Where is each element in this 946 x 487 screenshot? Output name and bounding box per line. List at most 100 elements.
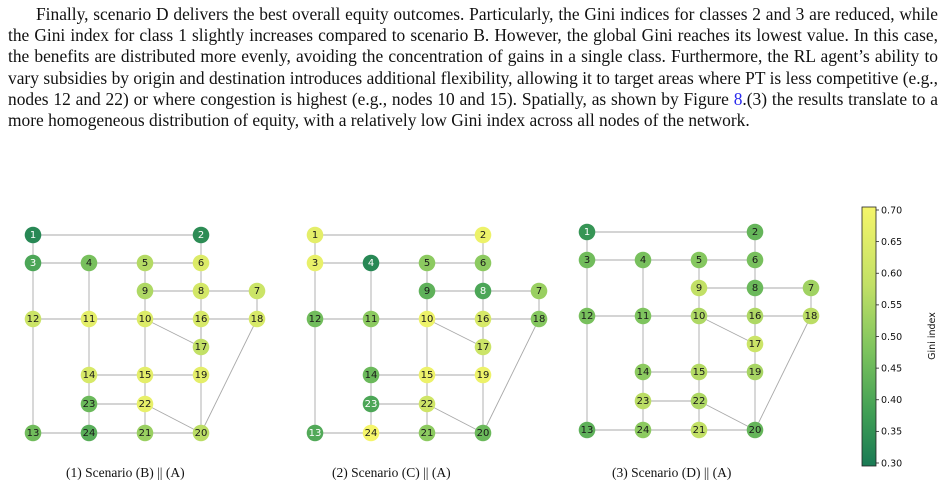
node-label: 24 [365,428,378,439]
node-label: 11 [365,314,378,325]
node-label: 5 [424,258,430,269]
node-label: 6 [480,258,486,269]
node-6 [746,251,764,269]
paragraph-text-1: Finally, scenario D delivers the best ov… [8,4,938,109]
node-label: 16 [477,314,490,325]
colorbar: 0.700.650.600.550.500.450.400.350.30Gini… [861,205,938,469]
node-20 [746,421,764,439]
node-label: 4 [368,258,374,269]
node-12 [306,310,324,328]
node-13 [24,424,42,442]
node-9 [690,279,708,297]
node-21 [690,421,708,439]
node-label: 22 [139,399,152,410]
node-1 [24,226,42,244]
node-18 [802,307,820,325]
node-label: 14 [365,370,378,381]
node-4 [634,251,652,269]
node-label: 16 [749,311,762,322]
colorbar-tick-label: 0.70 [881,205,902,216]
node-label: 22 [421,399,434,410]
node-18 [248,310,266,328]
node-label: 13 [581,425,594,436]
node-23 [362,395,380,413]
node-label: 7 [254,286,260,297]
node-12 [24,310,42,328]
node-label: 12 [27,314,40,325]
node-23 [80,395,98,413]
node-17 [192,338,210,356]
node-label: 1 [30,230,36,241]
node-label: 3 [312,258,318,269]
node-4 [362,254,380,272]
network-edge [200,318,258,434]
node-6 [192,254,210,272]
node-24 [634,421,652,439]
network-edge [426,403,484,434]
network-edge [426,318,484,348]
node-label: 8 [480,286,486,297]
node-18 [530,310,548,328]
network-edge [144,318,202,348]
node-8 [192,282,210,300]
node-label: 12 [581,311,594,322]
node-label: 23 [365,399,378,410]
node-20 [474,424,492,442]
node-23 [634,392,652,410]
node-3 [24,254,42,272]
node-label: 17 [195,342,208,353]
node-label: 9 [696,283,702,294]
node-label: 17 [477,342,490,353]
node-2 [192,226,210,244]
node-label: 2 [198,230,204,241]
node-label: 17 [749,339,762,350]
node-label: 10 [421,314,434,325]
node-label: 15 [139,370,152,381]
node-11 [634,307,652,325]
node-19 [746,363,764,381]
node-8 [474,282,492,300]
node-label: 13 [309,428,322,439]
node-19 [192,366,210,384]
colorbar-tick-label: 0.40 [881,395,902,406]
node-label: 19 [477,370,490,381]
node-8 [746,279,764,297]
node-24 [362,424,380,442]
node-21 [136,424,154,442]
colorbar-tick-label: 0.35 [881,427,902,438]
network-edge [754,315,812,431]
node-label: 1 [584,227,590,238]
node-5 [690,251,708,269]
network-edge [482,318,540,434]
node-1 [306,226,324,244]
colorbar-tick-label: 0.45 [881,363,902,374]
panel-caption: (1) Scenario (B) || (A) [66,465,185,480]
node-7 [802,279,820,297]
node-label: 8 [198,286,204,297]
node-9 [136,282,154,300]
figure-reference-link[interactable]: 8 [733,88,743,109]
node-label: 19 [749,367,762,378]
node-label: 3 [584,255,590,266]
node-15 [690,363,708,381]
node-label: 18 [251,314,264,325]
node-label: 20 [195,428,208,439]
node-label: 4 [640,255,646,266]
node-label: 11 [83,314,96,325]
node-label: 16 [195,314,208,325]
node-label: 1 [312,230,318,241]
node-21 [418,424,436,442]
node-label: 7 [536,286,542,297]
colorbar-tick-label: 0.30 [881,458,902,469]
node-10 [418,310,436,328]
node-11 [80,310,98,328]
network-edge [698,400,756,431]
node-24 [80,424,98,442]
node-14 [80,366,98,384]
node-label: 21 [139,428,152,439]
node-label: 10 [693,311,706,322]
